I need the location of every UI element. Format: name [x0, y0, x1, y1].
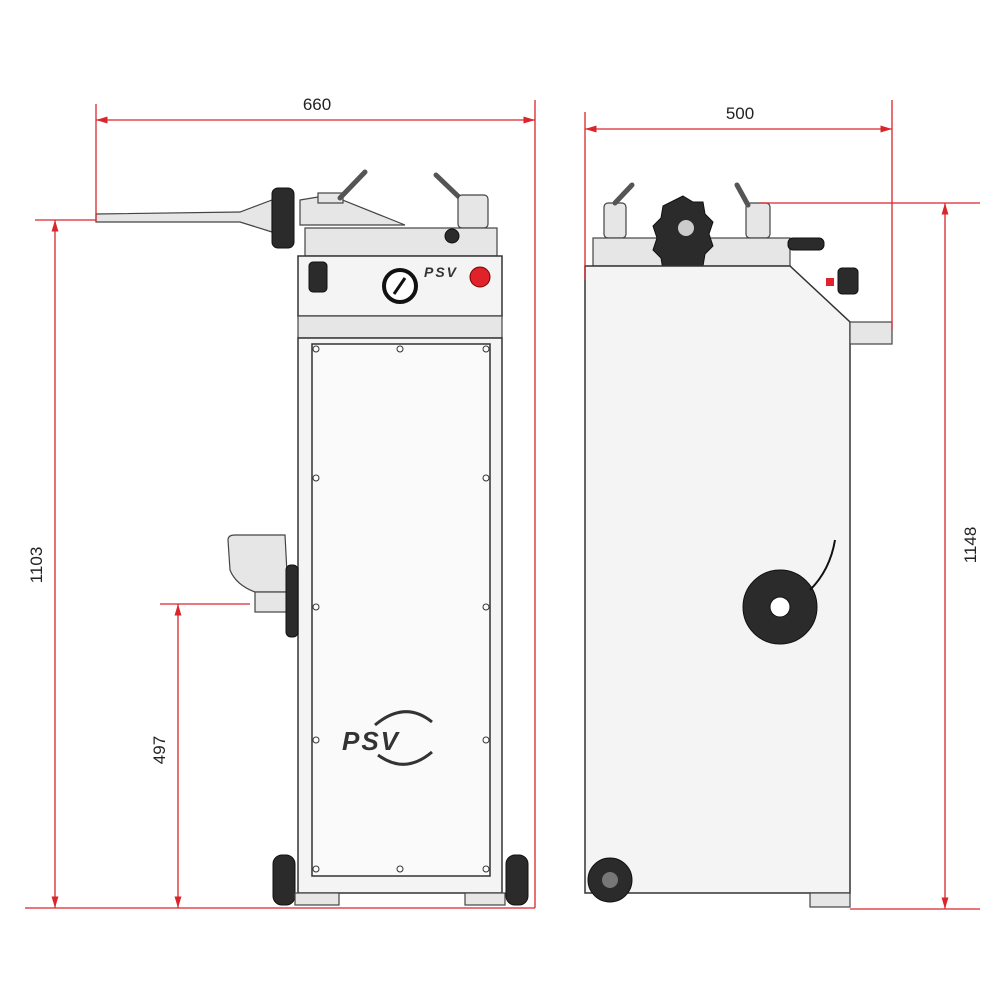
- top-frame: [304, 227, 498, 257]
- lever-left: [337, 169, 368, 201]
- lever-housing: [457, 194, 489, 229]
- side-clamp-right: [745, 202, 771, 239]
- pedal-plate[interactable]: [227, 534, 289, 593]
- front-wheel-left: [272, 854, 296, 906]
- side-box: [849, 321, 893, 345]
- pedal-disc: [285, 564, 299, 638]
- side-foot: [809, 892, 851, 908]
- hose: [809, 539, 836, 591]
- side-cabinet: [584, 265, 851, 894]
- front-wheel-right: [505, 854, 529, 906]
- clamp-arm: [299, 194, 406, 226]
- label-pedal-height: 497: [150, 736, 169, 764]
- side-red-button[interactable]: [826, 278, 834, 286]
- cone-shaft: [95, 199, 273, 233]
- front-door-panel: [311, 343, 491, 877]
- svg-text:PSV: PSV: [342, 726, 401, 756]
- door-screws: [312, 345, 490, 873]
- label-side-height: 1148: [961, 527, 980, 564]
- side-regulator[interactable]: [837, 267, 859, 295]
- label-front-height: 1103: [27, 547, 46, 584]
- panel-logo: PSV: [424, 264, 458, 280]
- side-clamp-left: [603, 202, 627, 239]
- label-side-depth: 500: [726, 104, 754, 123]
- lever-right: [433, 172, 463, 201]
- panel-band: [297, 315, 503, 339]
- emergency-stop-button[interactable]: [469, 266, 491, 288]
- foot-right: [464, 892, 506, 906]
- side-view: [584, 182, 893, 908]
- air-regulator[interactable]: [308, 261, 328, 293]
- front-view: PSV PSV: [95, 169, 529, 906]
- top-knob[interactable]: [444, 228, 460, 244]
- foot-left: [294, 892, 340, 906]
- psv-logo: PSV: [342, 710, 433, 766]
- dimension-lines: [25, 100, 980, 910]
- front-flange-disc: [271, 187, 295, 249]
- label-front-width: 660: [303, 95, 331, 114]
- side-handle[interactable]: [787, 237, 825, 251]
- pedal-bracket: [254, 591, 289, 613]
